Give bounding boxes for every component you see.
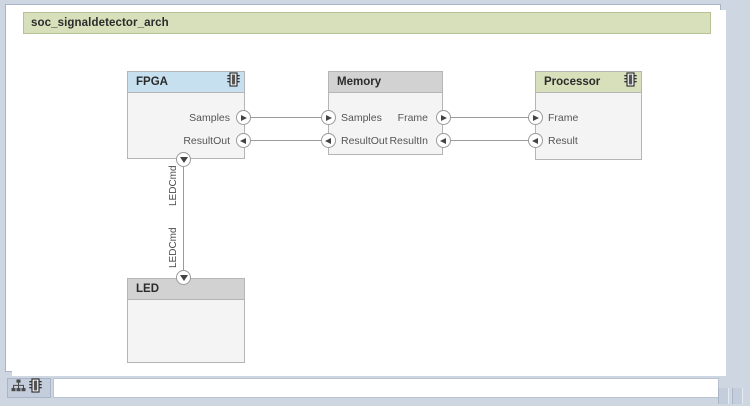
resize-grip-bar [718,388,729,404]
port-marker-fpga-ledcmd[interactable] [176,152,191,167]
diagram-body: LEDCmd LEDCmd FPGA [12,10,726,376]
canvas-frame: soc_signaldetector_arch LEDCmd LEDCmd FP… [5,4,726,376]
port-marker-memory-resultin[interactable] [436,133,451,148]
port-label-memory-samples: Samples [341,112,382,124]
block-memory-title: Memory [337,76,382,88]
triangle-right-icon [326,114,332,121]
wire-label-ledcmd-lower: LEDCmd [168,227,179,268]
triangle-down-icon [179,157,188,163]
chip-icon [624,72,637,92]
port-processor-result[interactable]: Result [548,134,578,148]
port-memory-resultout[interactable]: ResultOut [341,134,388,148]
triangle-left-icon [440,137,446,144]
status-bar [5,376,721,400]
block-processor-body: Frame Result [536,93,641,159]
port-marker-fpga-resultout[interactable] [236,133,251,148]
block-fpga-title: FPGA [136,76,168,88]
port-processor-frame[interactable]: Frame [548,111,578,125]
port-marker-memory-samples[interactable] [321,110,336,125]
block-processor[interactable]: Processor [535,71,642,160]
block-memory-body: Samples ResultOut Frame ResultIn [329,93,442,154]
architecture-title: soc_signaldetector_arch [31,17,169,29]
port-marker-memory-frame[interactable] [436,110,451,125]
architecture-title-bar[interactable]: soc_signaldetector_arch [23,12,711,34]
wire-fpga-samples-to-memory[interactable] [243,117,328,118]
block-memory-header[interactable]: Memory [329,72,442,93]
triangle-left-icon [240,137,246,144]
wire-fpga-to-led[interactable] [183,160,184,278]
port-label-fpga-resultout: ResultOut [183,135,230,147]
port-marker-led-ledcmd[interactable] [176,270,191,285]
block-fpga-body: Samples ResultOut [128,93,244,158]
port-fpga-resultout[interactable]: ResultOut [183,134,230,148]
wire-processor-result-to-memory[interactable] [443,140,535,141]
block-led[interactable]: LED [127,278,245,363]
diagram-canvas[interactable]: soc_signaldetector_arch LEDCmd LEDCmd FP… [12,10,726,376]
port-memory-frame[interactable]: Frame [398,111,428,125]
status-message-field [53,378,719,398]
port-marker-fpga-samples[interactable] [236,110,251,125]
block-fpga-header[interactable]: FPGA [128,72,244,93]
triangle-right-icon [533,114,539,121]
block-led-header[interactable]: LED [128,279,244,300]
resize-grip[interactable] [718,388,746,404]
wire-memory-resultout-to-fpga[interactable] [243,140,328,141]
block-memory[interactable]: Memory Samples ResultOut Frame [328,71,443,155]
port-marker-processor-frame[interactable] [528,110,543,125]
wire-memory-frame-to-processor[interactable] [443,117,535,118]
port-memory-resultin[interactable]: ResultIn [389,134,428,148]
triangle-right-icon [441,114,447,121]
block-led-body [128,300,244,362]
resize-grip-bar [732,388,743,404]
port-label-memory-resultin: ResultIn [389,135,428,147]
port-label-fpga-samples: Samples [189,112,230,124]
status-bar-icon-group[interactable] [7,378,51,398]
port-label-processor-result: Result [548,135,578,147]
triangle-right-icon [241,114,247,121]
block-processor-title: Processor [544,76,601,88]
triangle-down-icon [179,275,188,281]
port-label-memory-frame: Frame [397,112,428,124]
port-fpga-samples[interactable]: Samples [189,111,230,125]
block-processor-header[interactable]: Processor [536,72,641,93]
port-memory-samples[interactable]: Samples [341,111,382,125]
hierarchy-icon[interactable] [11,379,26,398]
chip-icon[interactable] [29,378,42,398]
wire-label-ledcmd-upper: LEDCmd [168,165,179,206]
chip-icon [227,72,240,92]
port-marker-memory-resultout[interactable] [321,133,336,148]
port-label-processor-frame: Frame [548,112,579,124]
triangle-left-icon [532,137,538,144]
port-marker-processor-result[interactable] [528,133,543,148]
block-led-title: LED [136,283,159,295]
triangle-left-icon [325,137,331,144]
block-fpga[interactable]: FPGA [127,71,245,159]
port-label-memory-resultout: ResultOut [341,135,388,147]
